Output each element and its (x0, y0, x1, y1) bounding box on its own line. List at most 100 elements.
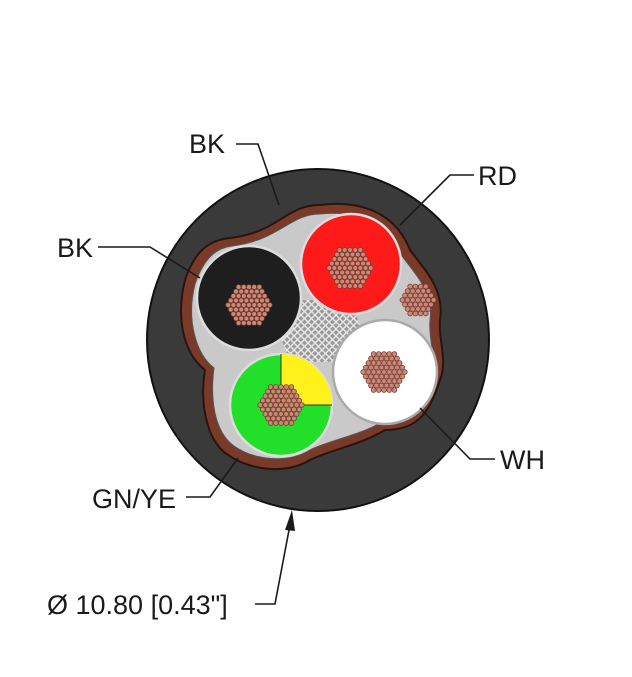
copper-strand (407, 310, 413, 317)
copper-strand (378, 355, 385, 362)
copper-strand (235, 302, 242, 308)
copper-strand (396, 369, 403, 375)
copper-strand (267, 302, 273, 308)
copper-strand (288, 393, 295, 399)
copper-strand (230, 302, 237, 308)
copper-strand (283, 393, 289, 399)
copper-strand (265, 388, 271, 395)
copper-strand (246, 320, 252, 326)
copper-strand (261, 302, 268, 308)
copper-strand (378, 364, 385, 371)
copper-strand (365, 378, 372, 384)
copper-strand (248, 315, 255, 322)
copper-strand (412, 283, 419, 290)
copper-strand (259, 288, 265, 295)
copper-strand (355, 260, 361, 267)
black-core-conductor (225, 284, 273, 326)
copper-strand (233, 288, 239, 295)
copper-strand (299, 402, 305, 408)
copper-strand (273, 393, 279, 399)
copper-strand (228, 297, 234, 304)
copper-strand (248, 288, 255, 295)
copper-strand (368, 355, 374, 362)
copper-strand (342, 283, 348, 289)
copper-strand (428, 301, 434, 308)
copper-strand (391, 378, 398, 384)
copper-strand (349, 260, 356, 267)
copper-strand (360, 278, 366, 285)
copper-strand (365, 260, 371, 267)
white-core-conductor (360, 351, 408, 393)
copper-strand (336, 256, 343, 262)
copper-strand (412, 301, 419, 308)
copper-strand (386, 387, 392, 393)
copper-strand (267, 384, 274, 390)
copper-strand (396, 360, 403, 366)
copper-strand (230, 311, 237, 317)
copper-strand (286, 406, 292, 413)
copper-strand (336, 274, 343, 280)
leader-ground-core (186, 457, 239, 498)
copper-strand (280, 406, 287, 413)
copper-strand (381, 360, 387, 366)
copper-strand (352, 283, 358, 289)
copper-strand (357, 265, 364, 271)
copper-strand (235, 284, 242, 290)
core-white (331, 318, 439, 426)
copper-strand (352, 265, 358, 271)
copper-strand (360, 251, 366, 258)
copper-strand (399, 297, 406, 303)
copper-strand (360, 260, 366, 267)
copper-strand (368, 373, 374, 380)
copper-strand (288, 402, 295, 408)
copper-strand (238, 288, 244, 295)
copper-strand (267, 393, 274, 399)
copper-strand (415, 297, 421, 303)
copper-strand (368, 265, 374, 271)
copper-strand (280, 388, 287, 395)
copper-strand (225, 302, 231, 308)
copper-strand (267, 420, 274, 426)
copper-strand (347, 283, 353, 289)
copper-strand (280, 397, 287, 404)
copper-strand (246, 311, 252, 317)
copper-strand (355, 251, 361, 258)
copper-strand (423, 301, 429, 308)
copper-strand (373, 364, 379, 371)
copper-strand (283, 420, 289, 426)
copper-strand (270, 388, 276, 395)
copper-strand (423, 283, 429, 290)
copper-strand (425, 288, 432, 294)
copper-strand (331, 274, 338, 280)
copper-strand (261, 311, 268, 317)
copper-strand (357, 256, 364, 262)
core-black (195, 244, 303, 352)
copper-strand (260, 406, 266, 413)
copper-strand (342, 265, 348, 271)
copper-strand (363, 373, 369, 380)
copper-strand (386, 369, 392, 375)
copper-strand (378, 373, 385, 380)
copper-strand (347, 265, 353, 271)
copper-strand (251, 311, 257, 317)
leader-jacket (236, 143, 280, 206)
copper-strand (417, 301, 424, 308)
copper-strand (360, 269, 366, 276)
copper-strand (293, 402, 300, 408)
copper-strand (376, 387, 382, 393)
copper-strand (365, 369, 372, 375)
copper-strand (365, 360, 372, 366)
copper-strand (412, 292, 419, 299)
copper-strand (230, 293, 237, 299)
copper-strand (278, 420, 284, 426)
copper-strand (370, 378, 377, 384)
copper-strand (233, 315, 239, 322)
copper-strand (410, 297, 416, 303)
copper-strand (267, 411, 274, 417)
copper-strand (370, 387, 377, 393)
leader-red-core (399, 174, 474, 226)
copper-strand (352, 274, 358, 280)
copper-strand (334, 260, 340, 267)
copper-strand (259, 306, 265, 313)
